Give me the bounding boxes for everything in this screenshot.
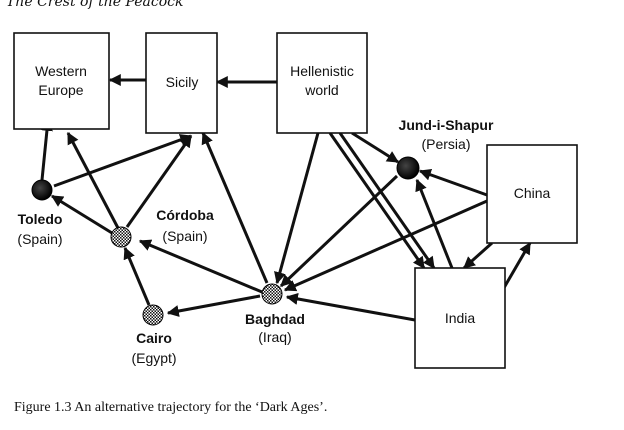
edge-china-baghdad — [283, 199, 488, 292]
node-china: China — [486, 144, 578, 244]
edge-cordoba-toledo — [50, 194, 113, 235]
edge-hellenistic-jundishapur — [351, 131, 400, 164]
node-baghdad: Baghdad (Iraq) — [245, 283, 305, 345]
jundishapur-dot — [396, 156, 420, 180]
toledo-dot — [31, 179, 53, 201]
edge-china-india — [463, 241, 493, 270]
node-cordoba: Córdoba (Spain) — [110, 207, 214, 248]
node-western-europe: Western Europe — [13, 32, 110, 130]
edge-hellenistic-baghdad — [274, 132, 320, 285]
toledo-region: (Spain) — [17, 231, 62, 247]
china-label: China — [514, 185, 551, 201]
cordoba-region: (Spain) — [162, 228, 207, 244]
node-jundishapur: Jund-i-Shapur (Persia) — [396, 117, 494, 180]
node-cairo: Cairo (Egypt) — [131, 304, 177, 366]
cordoba-dot — [110, 226, 132, 248]
edge-hellenistic-india-a — [328, 132, 426, 269]
edge-cordoba-western-europe — [66, 131, 120, 229]
western-europe-label-line2: Europe — [38, 82, 83, 98]
cairo-dot — [142, 304, 164, 326]
figure-caption: Figure 1.3 An alternative trajectory for… — [14, 400, 328, 415]
edge-jundishapur-baghdad — [279, 174, 399, 288]
edge-hellenistic-india-b — [338, 132, 436, 269]
baghdad-dot — [261, 283, 283, 305]
edge-baghdad-cordoba — [138, 239, 263, 294]
india-label: India — [445, 310, 476, 326]
edge-india-jundishapur — [415, 178, 454, 269]
edge-cairo-cordoba — [123, 246, 151, 306]
node-sicily: Sicily — [145, 32, 218, 134]
cairo-name: Cairo — [136, 330, 172, 346]
edge-india-baghdad — [285, 293, 416, 322]
hellenistic-label-line1: Hellenistic — [290, 63, 354, 79]
edge-china-jundishapur — [418, 168, 488, 197]
sicily-label: Sicily — [166, 74, 199, 90]
cordoba-name: Córdoba — [156, 207, 214, 223]
edge-toledo-western-europe — [40, 118, 53, 181]
edge-baghdad-cairo — [166, 294, 261, 317]
hellenistic-label-line2: world — [304, 82, 338, 98]
western-europe-label-line1: Western — [35, 63, 87, 79]
node-toledo: Toledo (Spain) — [17, 179, 63, 247]
cairo-region: (Egypt) — [131, 350, 176, 366]
edges — [40, 74, 532, 322]
running-header: The Crest of the Peacock — [6, 0, 184, 10]
jundishapur-name: Jund-i-Shapur — [399, 117, 494, 133]
baghdad-name: Baghdad — [245, 311, 305, 327]
node-hellenistic-world: Hellenistic world — [276, 32, 368, 134]
baghdad-region: (Iraq) — [258, 329, 291, 345]
jundishapur-region: (Persia) — [421, 136, 470, 152]
toledo-name: Toledo — [18, 211, 63, 227]
edge-baghdad-sicily — [201, 131, 269, 284]
edge-cordoba-sicily — [125, 135, 193, 228]
edge-toledo-sicily — [53, 134, 193, 188]
node-india: India — [414, 267, 506, 369]
